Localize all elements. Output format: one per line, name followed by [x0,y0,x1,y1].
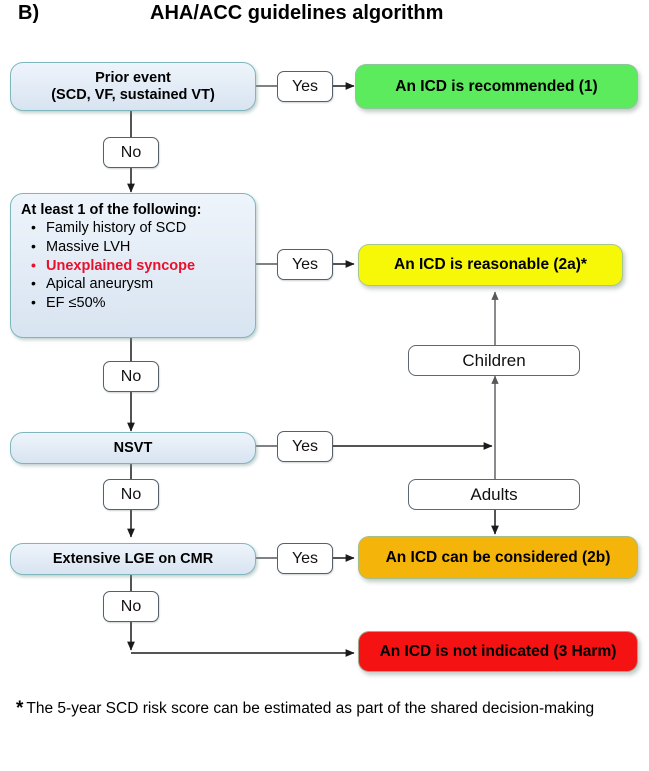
footnote: *The 5-year SCD risk score can be estima… [16,696,636,723]
outcome-icd-considered[interactable]: An ICD can be considered (2b) [358,536,638,579]
page-title: AHA/ACC guidelines algorithm [150,2,444,24]
risk-criteria-heading: At least 1 of the following: [21,202,202,218]
decision-prior-event-line2: (SCD, VF, sustained VT) [51,86,215,103]
footnote-star-marker: * [16,698,24,719]
risk-criteria-item-family-history: Family history of SCD [31,218,245,238]
decision-prior-event[interactable]: Prior event (SCD, VF, sustained VT) [10,62,256,111]
edge-label-yes-prior-event[interactable]: Yes [277,71,333,102]
branch-children[interactable]: Children [408,345,580,376]
decision-prior-event-line1: Prior event [95,70,171,87]
outcome-icd-recommended[interactable]: An ICD is recommended (1) [355,64,638,109]
risk-criteria-item-apical-aneurysm: Apical aneurysm [31,274,245,294]
decision-risk-criteria[interactable]: At least 1 of the following: Family hist… [10,193,256,338]
risk-criteria-list: Family history of SCD Massive LVH Unexpl… [21,218,245,313]
edge-label-no-extensive-lge[interactable]: No [103,591,159,622]
edge-label-yes-risk-criteria[interactable]: Yes [277,249,333,280]
branch-adults[interactable]: Adults [408,479,580,510]
edge-label-no-nsvt[interactable]: No [103,479,159,510]
panel-letter: B) [18,2,40,24]
outcome-icd-reasonable[interactable]: An ICD is reasonable (2a)* [358,244,623,286]
risk-criteria-item-unexplained-syncope: Unexplained syncope [31,256,245,276]
edge-label-yes-extensive-lge[interactable]: Yes [277,543,333,574]
footnote-text: The 5-year SCD risk score can be estimat… [26,700,595,717]
risk-criteria-item-ef: EF ≤50% [31,293,245,313]
edge-label-yes-nsvt[interactable]: Yes [277,431,333,462]
edge-label-no-risk-criteria[interactable]: No [103,361,159,392]
decision-nsvt[interactable]: NSVT [10,432,256,464]
edge-label-no-prior-event[interactable]: No [103,137,159,168]
decision-extensive-lge[interactable]: Extensive LGE on CMR [10,543,256,575]
risk-criteria-item-massive-lvh: Massive LVH [31,237,245,257]
outcome-icd-not-indicated[interactable]: An ICD is not indicated (3 Harm) [358,631,638,672]
